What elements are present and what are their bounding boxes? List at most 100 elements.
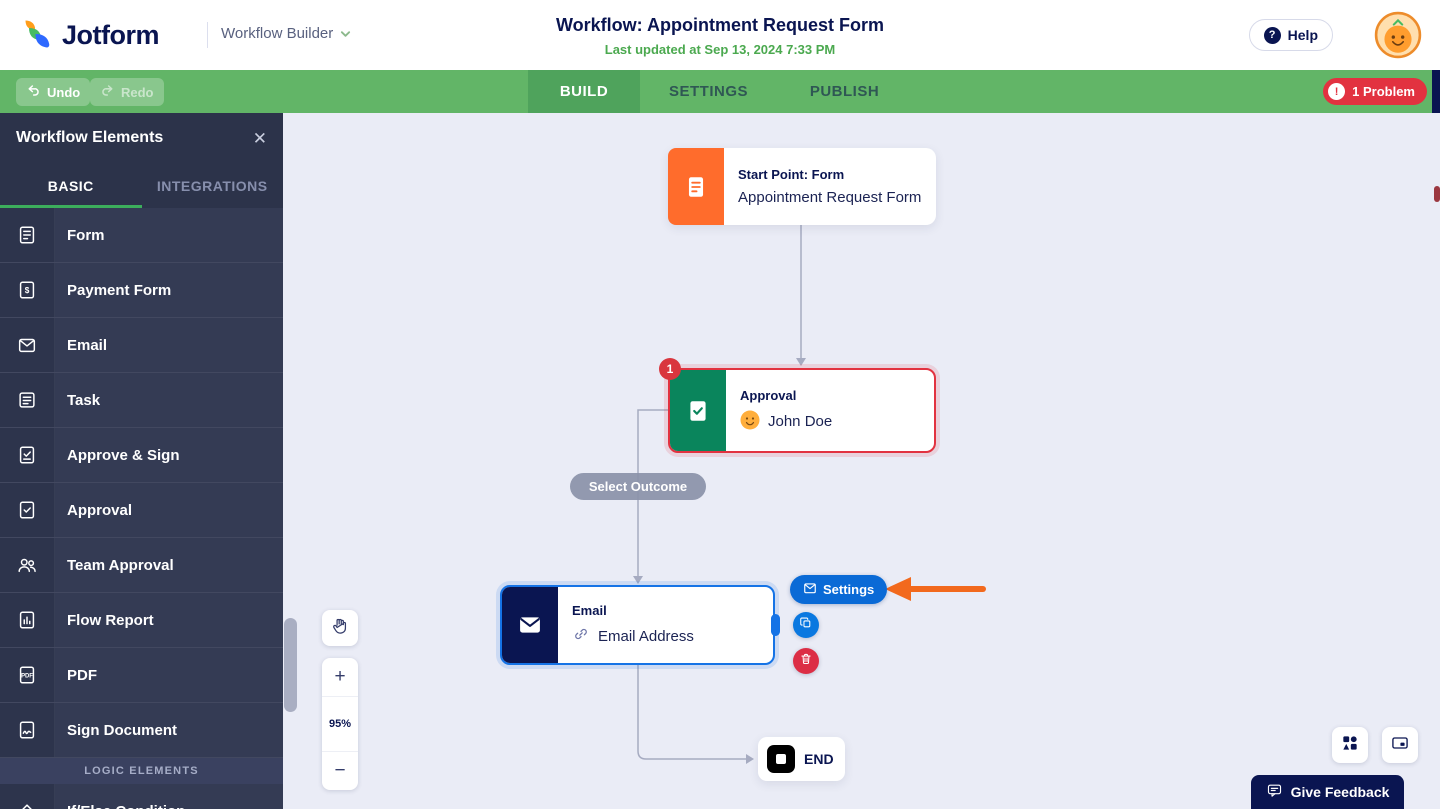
hand-icon (330, 616, 350, 641)
sign-document-icon (0, 703, 55, 757)
problem-badge[interactable]: ! 1 Problem (1323, 78, 1427, 105)
node-email[interactable]: Email Email Address (500, 585, 780, 665)
sidebar-item-label: Payment Form (67, 281, 172, 299)
sidebar-item-label: Task (67, 391, 101, 409)
sidebar-item-label: Sign Document (67, 721, 178, 739)
chevron-down-icon (340, 25, 351, 42)
copy-icon (799, 616, 813, 635)
settings-button[interactable]: Settings (790, 575, 888, 604)
workflow-title-block: Workflow: Appointment Request Form Last … (556, 15, 884, 57)
toolbar-corner (1432, 70, 1440, 113)
avatar[interactable] (1374, 11, 1422, 59)
node-start-point[interactable]: Start Point: Form Appointment Request Fo… (668, 148, 936, 225)
team-approval-icon (0, 538, 55, 592)
approval-assignee: John Doe (740, 410, 934, 434)
sidebar-item-approval[interactable]: Approval (0, 483, 283, 538)
zoom-out-button[interactable]: − (334, 760, 346, 781)
sidebar-item-task[interactable]: Task (0, 373, 283, 428)
approval-node-body: Approval John Doe (726, 370, 934, 451)
sidebar-item-label: If/Else Condition (55, 784, 283, 809)
workflow-elements-panel: Workflow Elements ✕ BASIC INTEGRATIONS F… (0, 113, 283, 809)
zoom-control: + 95% − (322, 658, 358, 790)
select-outcome-pill[interactable]: Select Outcome (570, 473, 706, 500)
node-approval[interactable]: 1 Approval (659, 358, 936, 453)
assignee-avatar (740, 410, 760, 434)
tab-basic[interactable]: BASIC (0, 163, 142, 208)
email-node-subtitle: Email Address (598, 627, 694, 645)
top-header: Jotform Workflow Builder Workflow: Appoi… (0, 0, 1440, 70)
jotform-logo[interactable]: Jotform (20, 16, 160, 55)
question-icon: ? (1263, 26, 1281, 44)
zoom-level: 95% (322, 696, 358, 752)
feedback-label: Give Feedback (1290, 784, 1390, 800)
exclamation-icon: ! (1328, 83, 1346, 100)
link-icon (572, 625, 590, 647)
sidebar-item-sign-document[interactable]: Sign Document (0, 703, 283, 758)
zoom-in-button[interactable]: + (334, 666, 346, 687)
workflow-canvas[interactable]: Start Point: Form Appointment Request Fo… (283, 113, 1440, 809)
undo-button[interactable]: Undo (16, 78, 91, 106)
sidebar-item-if-else-condition[interactable]: If/Else Condition (0, 784, 283, 809)
help-label: Help (1287, 27, 1318, 43)
sidebar-item-email[interactable]: Email (0, 318, 283, 373)
builder-tabs: BUILD SETTINGS PUBLISH (528, 70, 912, 113)
pan-tool-button[interactable] (322, 610, 358, 646)
sidebar-item-payment-form[interactable]: $Payment Form (0, 263, 283, 318)
panel-tabs: BASIC INTEGRATIONS (0, 163, 283, 208)
sidebar-item-flow-report[interactable]: Flow Report (0, 593, 283, 648)
panel-toggle-button[interactable] (1382, 727, 1418, 763)
tab-build[interactable]: BUILD (528, 70, 640, 113)
tab-settings[interactable]: SETTINGS (668, 83, 748, 100)
duplicate-button[interactable] (793, 612, 819, 638)
email-node-title: Email (572, 603, 607, 618)
header-divider (207, 22, 208, 48)
shapes-icon (1340, 733, 1360, 758)
close-icon[interactable]: ✕ (252, 128, 267, 148)
elements-shortcut-button[interactable] (1332, 727, 1368, 763)
svg-text:PDF: PDF (21, 673, 33, 679)
flow-report-icon (0, 593, 55, 647)
problem-label: 1 Problem (1352, 84, 1415, 99)
start-node-title: Start Point: Form (738, 167, 845, 182)
sidebar-item-pdf[interactable]: PDF PDF (0, 648, 283, 703)
sidebar-item-label: Flow Report (67, 611, 154, 629)
sidebar-scrollbar[interactable] (284, 618, 297, 712)
envelope-icon (803, 581, 817, 598)
settings-label: Settings (823, 582, 875, 597)
error-count-badge[interactable]: 1 (659, 358, 681, 380)
node-end[interactable]: END (758, 737, 845, 781)
start-node-subtitle: Appointment Request Form (738, 189, 922, 206)
tab-publish[interactable]: PUBLISH (809, 83, 880, 100)
task-icon (0, 373, 55, 427)
connection-port[interactable] (771, 614, 780, 636)
sidebar-item-form[interactable]: Form (0, 208, 283, 263)
panel-header: Workflow Elements ✕ (0, 113, 283, 163)
builder-toolbar: Undo Redo BUILD SETTINGS PUBLISH ! 1 Pro… (0, 70, 1440, 113)
email-node-icon (502, 587, 558, 663)
give-feedback-button[interactable]: Give Feedback (1251, 775, 1404, 809)
delete-button[interactable] (793, 648, 819, 674)
sidebar-item-label: PDF (67, 666, 97, 684)
sidebar-item-approve-sign[interactable]: Approve & Sign (0, 428, 283, 483)
form-icon (0, 208, 55, 262)
sidebar-item-label: Approval (67, 501, 133, 519)
approval-node-icon (670, 370, 726, 451)
sidebar-item-label: Form (67, 226, 105, 244)
feedback-bubble-icon (1266, 782, 1283, 802)
approval-icon (0, 483, 55, 537)
sidebar-item-label: Email (67, 336, 108, 354)
sidebar-item-team-approval[interactable]: Team Approval (0, 538, 283, 593)
page-title: Workflow: Appointment Request Form (556, 15, 884, 35)
help-button[interactable]: ? Help (1248, 19, 1333, 51)
scrollbar-error-marker (1434, 186, 1440, 202)
end-icon (767, 745, 795, 773)
tab-integrations[interactable]: INTEGRATIONS (156, 177, 268, 194)
redo-button[interactable]: Redo (90, 78, 164, 106)
panel-title: Workflow Elements (16, 129, 164, 146)
pdf-icon: PDF (0, 648, 55, 702)
product-switcher[interactable]: Workflow Builder (221, 25, 351, 42)
approval-node-title: Approval (740, 387, 797, 403)
assignee-name: John Doe (768, 413, 833, 430)
start-node-body: Start Point: Form Appointment Request Fo… (724, 148, 936, 225)
